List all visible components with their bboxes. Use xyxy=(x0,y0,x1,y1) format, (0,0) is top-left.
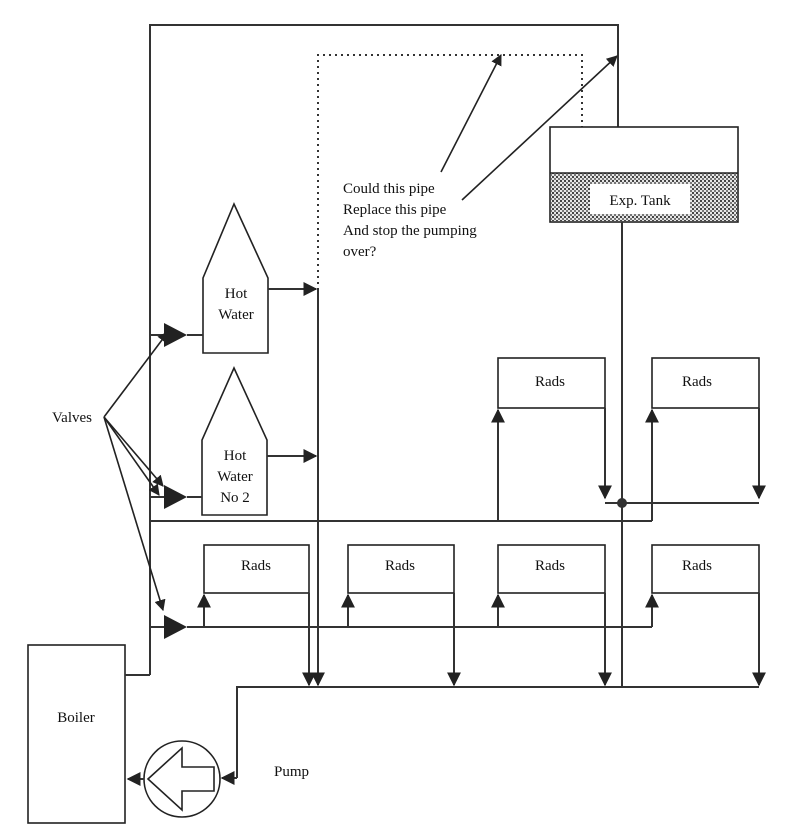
cylinder-return-pipes xyxy=(267,282,325,687)
question-line-1: Could this pipe xyxy=(343,181,435,197)
hot-water-2-line-1: Hot xyxy=(224,448,247,464)
question-line-2: Replace this pipe xyxy=(343,202,447,218)
cold-feed-pipe xyxy=(617,222,627,687)
rad-lower-4-label: Rads xyxy=(682,558,712,574)
pump: Pump xyxy=(126,740,309,818)
lower-rads-return xyxy=(302,593,766,687)
question-arrows xyxy=(440,54,618,201)
rad-lower-1-label: Rads xyxy=(241,558,271,574)
boiler: Boiler xyxy=(27,644,150,824)
valves-label: Valves xyxy=(52,410,92,426)
rad-lower-1: Rads xyxy=(203,544,310,594)
rad-upper-2-label: Rads xyxy=(682,374,712,390)
rad-lower-2: Rads xyxy=(347,544,455,594)
main-return-pipe xyxy=(220,686,759,785)
hot-water-cylinder-2: Hot Water No 2 xyxy=(201,366,268,516)
hot-water-2-line-2: Water xyxy=(217,469,252,485)
hot-water-2-line-3: No 2 xyxy=(220,490,250,506)
proposed-dotted-pipe xyxy=(317,54,583,290)
valve-3-icon xyxy=(164,615,187,639)
exp-tank-label: Exp. Tank xyxy=(609,193,671,209)
upper-rads-return xyxy=(598,408,766,504)
hot-water-1-line-1: Hot xyxy=(225,286,248,302)
rad-lower-3: Rads xyxy=(497,544,606,594)
lower-rads-flow-pipe xyxy=(187,593,659,628)
rad-lower-4: Rads xyxy=(651,544,760,594)
question-line-3: And stop the pumping xyxy=(343,223,477,239)
boiler-label: Boiler xyxy=(57,710,95,726)
valve-2-icon xyxy=(164,485,187,509)
valves-annotation: Valves xyxy=(52,331,169,612)
rad-upper-1: Rads xyxy=(497,357,606,409)
hot-water-cylinder-1: Hot Water xyxy=(202,202,269,354)
rad-lower-3-label: Rads xyxy=(535,558,565,574)
expansion-tank: Exp. Tank xyxy=(549,126,739,223)
valves xyxy=(150,323,203,639)
question-line-4: over? xyxy=(343,244,377,260)
pump-label: Pump xyxy=(274,764,309,780)
valve-1-icon xyxy=(164,323,187,347)
rad-upper-2: Rads xyxy=(651,357,760,409)
lower-rads: Rads Rads Rads Rads xyxy=(203,544,760,594)
rad-lower-2-label: Rads xyxy=(385,558,415,574)
hot-water-1-line-2: Water xyxy=(218,307,253,323)
flow-pipe xyxy=(149,24,619,675)
upper-rads: Rads Rads xyxy=(497,357,760,409)
question-text: Could this pipe Replace this pipe And st… xyxy=(343,181,477,260)
rad-upper-1-label: Rads xyxy=(535,374,565,390)
